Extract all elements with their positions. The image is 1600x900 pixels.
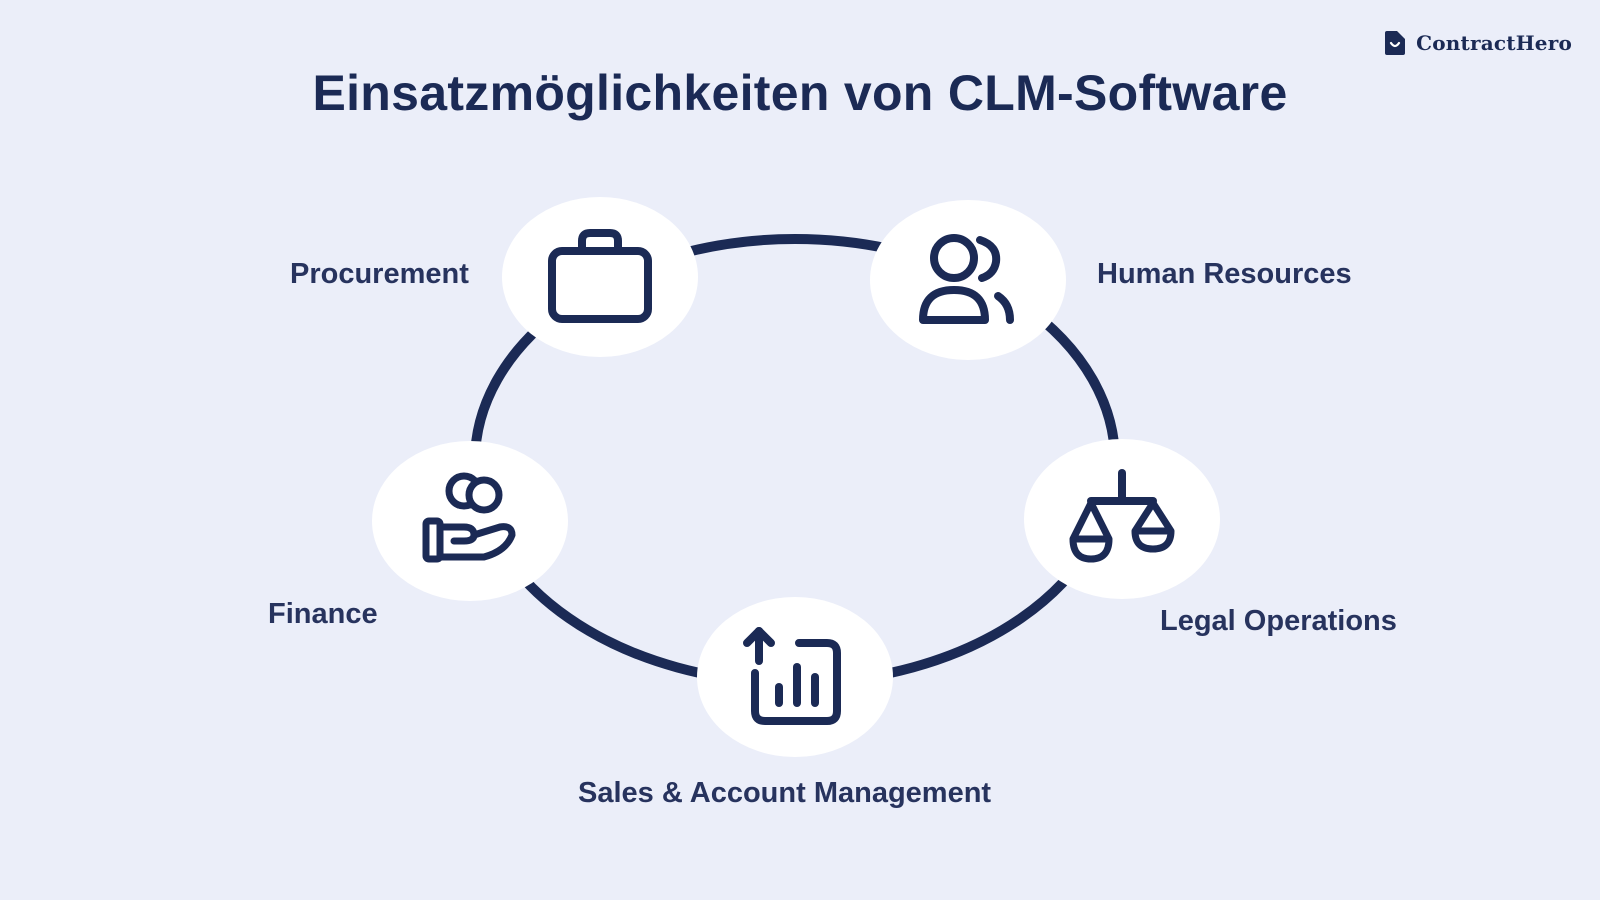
label-procurement: Procurement	[290, 258, 469, 290]
node-procurement	[502, 197, 698, 357]
page-title: Einsatzmöglichkeiten von CLM-Software	[312, 65, 1288, 121]
brand-name: ContractHero	[1416, 31, 1572, 55]
label-legal-operations: Legal Operations	[1160, 605, 1397, 637]
scale-icon	[1069, 469, 1175, 563]
node-human-resources	[870, 200, 1066, 360]
users-icon	[919, 234, 1014, 324]
node-sales-account-management	[697, 597, 893, 757]
node-legal-operations	[1024, 439, 1220, 599]
node-finance	[372, 441, 568, 601]
chart-arrow-up-icon	[743, 627, 841, 725]
label-finance: Finance	[268, 598, 378, 630]
hand-coins-icon	[422, 472, 516, 563]
briefcase-icon	[548, 229, 652, 323]
brand-logo: ContractHero	[1384, 30, 1572, 56]
contracthero-logo-icon	[1385, 31, 1406, 55]
label-sales-account-management: Sales & Account Management	[578, 777, 992, 809]
label-human-resources: Human Resources	[1097, 258, 1352, 290]
